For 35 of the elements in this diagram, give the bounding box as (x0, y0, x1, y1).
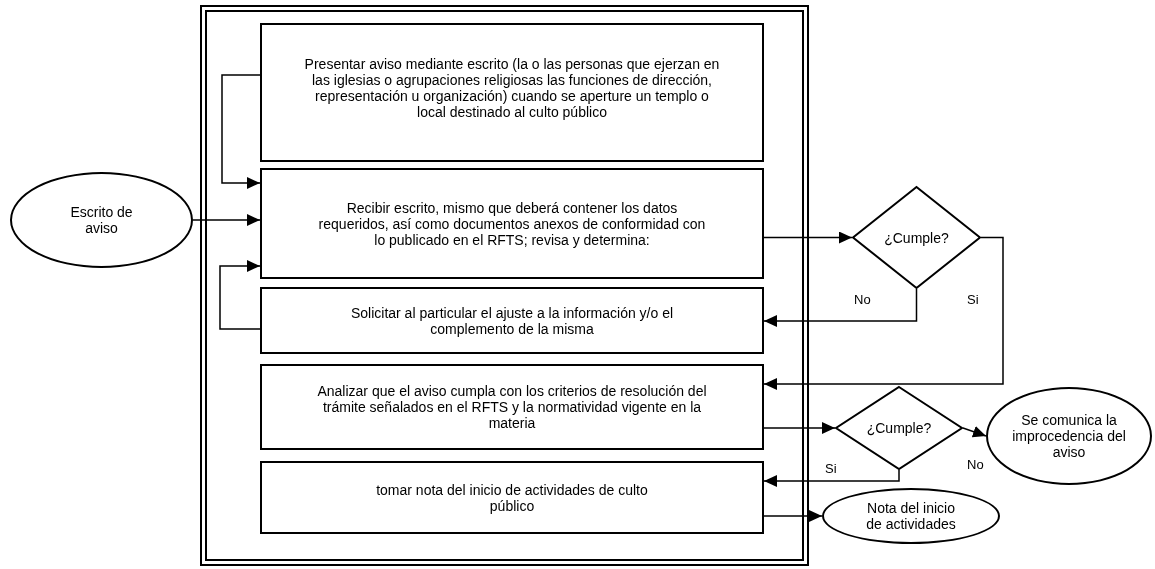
arrow (962, 426, 987, 438)
edge-label: Si (966, 292, 980, 307)
node-text: tomar nota del inicio de actividades de culto público (375, 481, 649, 514)
node-text: Solicitar al particular el ajuste a la información y/o el complemento de la misma (349, 304, 675, 337)
node-text: ¿Cumple? (866, 420, 932, 436)
edge-label: No (966, 457, 985, 472)
process-box (260, 364, 764, 450)
edge-label: Si (824, 461, 838, 476)
node-text: Escrito de aviso (69, 204, 134, 236)
terminal-ellipse (822, 488, 1000, 544)
decision-diamond (835, 386, 963, 470)
process-box (260, 287, 764, 354)
arrow (221, 74, 261, 189)
node-text: Nota del inicio de actividades (865, 500, 957, 532)
node-text: Se comunica la improcedencia del aviso (1011, 412, 1127, 460)
node-text: ¿Cumple? (884, 229, 949, 246)
process-box (260, 168, 764, 279)
arrow (219, 260, 261, 330)
process-box (260, 23, 764, 162)
node-text: Presentar aviso mediante escrito (la o las personas que ejerzan en las iglesias o agrupaciones religiosas las funciones de dirección, representación u organización) cuando se aperture un templo o local destinado al culto público (303, 55, 721, 120)
edge-label: No (853, 292, 872, 307)
arrow (763, 510, 823, 522)
decision-diamond (852, 186, 981, 289)
terminal-ellipse (10, 172, 193, 268)
arrow (763, 288, 918, 327)
arrow (763, 231, 853, 244)
node-text: Recibir escrito, mismo que deberá contener los datos requeridos, así como documentos anexos de conformidad con lo publicado en el RFTS; revisa y determina: (317, 199, 707, 248)
node-text: Analizar que el aviso cumpla con los criterios de resolución del trámite señalados en el RFTS y la normatividad vigente en la materia (316, 383, 708, 431)
arrow (192, 214, 261, 226)
process-box (260, 461, 764, 534)
frame-border (200, 5, 809, 566)
arrow (763, 422, 836, 434)
arrow (763, 236, 1004, 390)
terminal-ellipse (986, 387, 1152, 485)
arrow (763, 469, 900, 487)
